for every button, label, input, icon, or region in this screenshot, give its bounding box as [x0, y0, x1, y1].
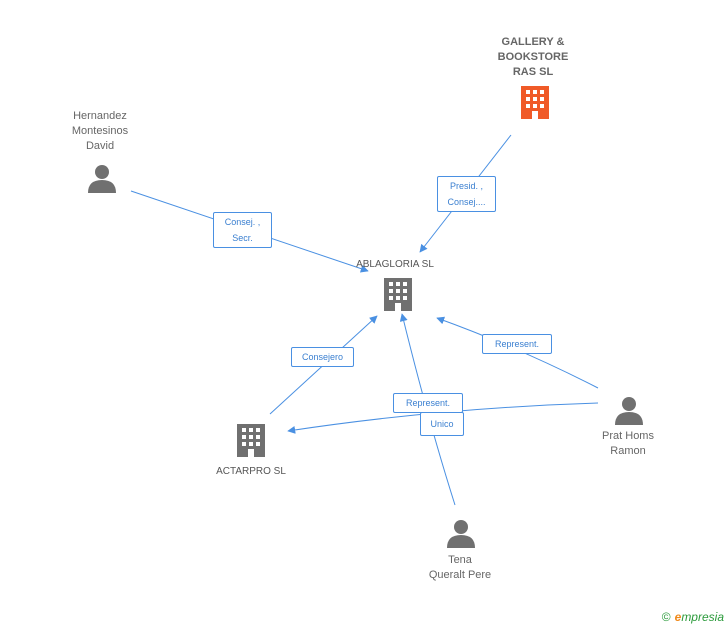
node-label-gallery[interactable]: GALLERY & BOOKSTORE RAS SL [497, 36, 569, 78]
copyright-symbol: © [661, 610, 671, 624]
edge-label-hernandez-ablagloria[interactable]: Consej. , Secr. [213, 212, 272, 248]
building-icon[interactable] [237, 424, 265, 457]
node-label-prat[interactable]: Prat Homs Ramon [602, 430, 654, 457]
brand-logo: ©empresia [662, 610, 724, 624]
node-label-ablagloria[interactable]: ABLAGLORIA SL [356, 259, 434, 270]
person-icon[interactable] [88, 165, 116, 193]
edge-label-prat-ablagloria[interactable]: Represent. [482, 334, 552, 354]
person-icon[interactable] [615, 397, 643, 425]
node-label-hernandez[interactable]: Hernandez Montesinos David [71, 110, 129, 152]
node-label-actarpro[interactable]: ACTARPRO SL [216, 466, 286, 477]
node-label-tena[interactable]: Tena Queralt Pere [428, 554, 492, 581]
building-icon[interactable] [384, 278, 412, 311]
brand-name: mpresia [681, 610, 724, 624]
brand-initial: e [674, 610, 682, 624]
building-icon[interactable] [521, 86, 549, 119]
edge-label-prat-actarpro[interactable]: Represent. [393, 393, 463, 413]
edge-label-gallery-ablagloria[interactable]: Presid. , Consej.... [437, 176, 496, 212]
edge-label-actarpro-ablagloria[interactable]: Consejero [291, 347, 354, 367]
edge-label-tena-ablagloria[interactable]: Unico [420, 412, 464, 436]
person-icon[interactable] [447, 520, 475, 548]
